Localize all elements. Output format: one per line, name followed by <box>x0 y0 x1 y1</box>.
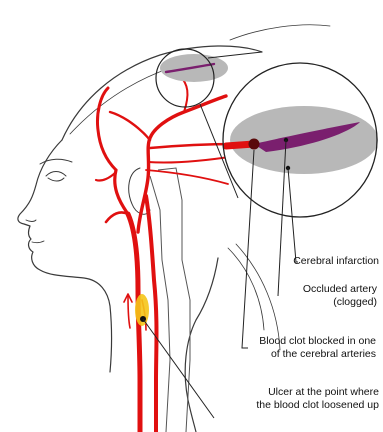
mouth <box>32 241 44 243</box>
facial-branch <box>97 88 116 170</box>
arteries <box>96 76 236 432</box>
label-occluded-artery: Occluded artery (clogged) <box>303 283 377 308</box>
hair-strand <box>230 25 330 40</box>
label-line: of the cerebral arteries <box>259 348 376 361</box>
facial-branch <box>106 212 128 222</box>
facial-branch <box>115 170 128 214</box>
label-line: Ulcer at the point where <box>256 386 379 399</box>
cerebral-branch <box>146 170 228 184</box>
nostril <box>26 220 36 222</box>
eye <box>46 172 66 182</box>
label-line: Blood clot blocked in one <box>259 335 376 348</box>
label-line: Occluded artery <box>303 283 377 296</box>
label-ulcer: Ulcer at the point where the blood clot … <box>256 386 379 411</box>
label-line: (clogged) <box>303 296 377 309</box>
label-cerebral-infarction: Cerebral infarction <box>293 255 379 268</box>
label-line: the blood clot loosened up <box>256 399 379 412</box>
label-line: Cerebral infarction <box>293 255 379 268</box>
label-blood-clot: Blood clot blocked in one of the cerebra… <box>259 335 376 360</box>
brain-occlusion-magnified <box>223 63 378 217</box>
leader-ulcer <box>143 319 214 418</box>
flow-arrow <box>128 296 130 328</box>
hair-strand <box>70 68 170 134</box>
ulcer-site <box>135 294 149 326</box>
cerebral-branch <box>110 112 150 140</box>
facial-branch <box>96 172 116 181</box>
blood-clot <box>249 139 260 150</box>
